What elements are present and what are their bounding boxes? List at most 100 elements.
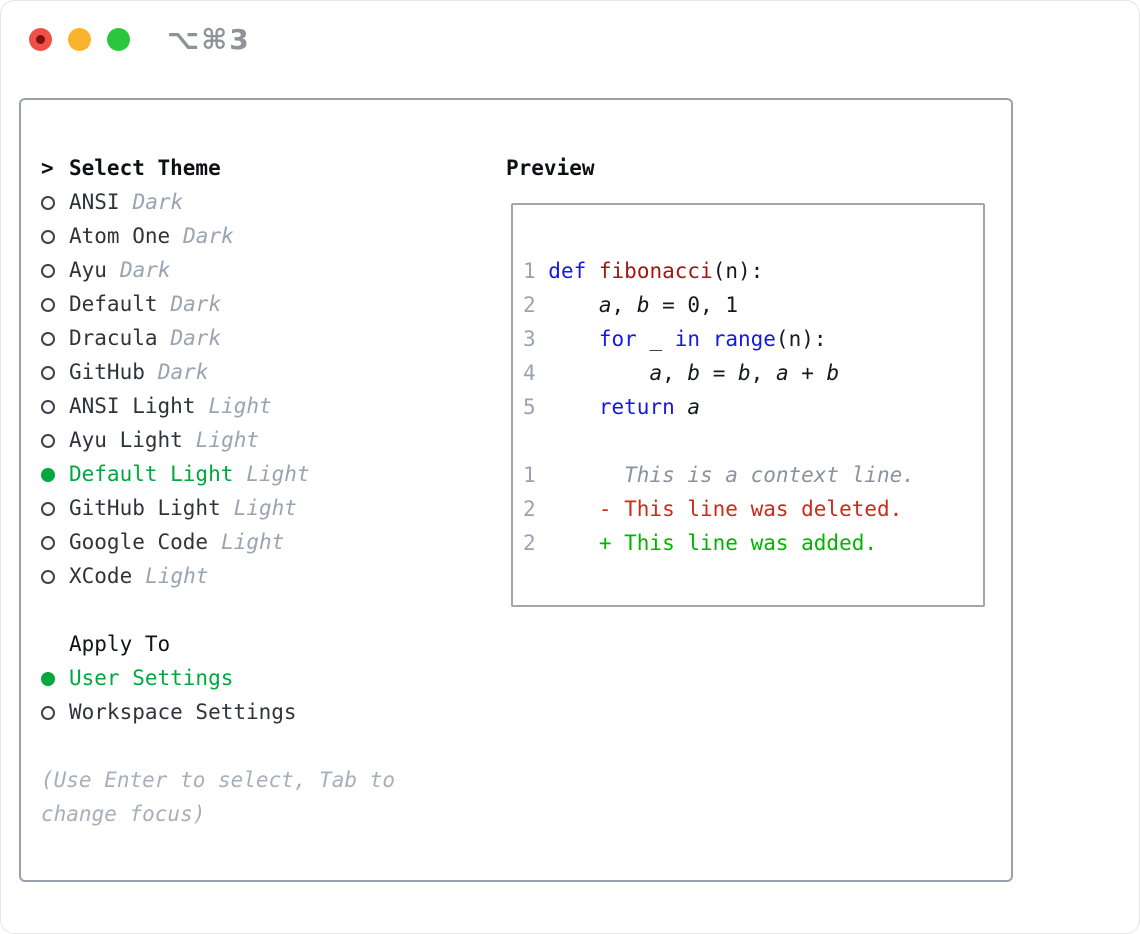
theme-option-github-label: GitHub: [69, 360, 145, 384]
line-number: 1: [523, 463, 599, 487]
code-token-var: a: [649, 361, 663, 385]
theme-option-ansi-label: ANSI: [69, 190, 120, 214]
code-token-pl: [586, 259, 599, 283]
code-token-pl: ,: [662, 361, 688, 385]
keyboard-shortcut-label: ⌥⌘3: [167, 23, 251, 56]
code-token-kw: in: [674, 327, 701, 351]
code-token-fn: fibonacci: [598, 259, 713, 283]
code-token-pl: [548, 361, 649, 385]
line-number: 2: [523, 293, 549, 317]
spacer: [41, 593, 481, 627]
theme-variant-badge: Dark: [157, 360, 209, 384]
caret-icon: >: [41, 156, 54, 180]
theme-option-default-light-label: Default Light: [69, 462, 234, 486]
theme-variant-badge: Dark: [132, 190, 184, 214]
code-token-kw: for: [598, 327, 637, 351]
code-token-pl: [548, 395, 599, 419]
code-token-kw: range: [712, 327, 776, 351]
theme-option-google-code-label: Google Code: [69, 530, 209, 554]
theme-option-ansi-light[interactable]: ANSI Light Light: [41, 389, 481, 423]
theme-variant-badge: Dark: [183, 224, 234, 248]
radio-unselected-icon: [41, 502, 55, 516]
theme-option-default-label: Default: [69, 292, 158, 316]
apply-option-workspace-settings-label: Workspace Settings: [69, 700, 297, 724]
theme-option-github-light-label: GitHub Light: [69, 496, 221, 520]
code-token-pl: [548, 327, 599, 351]
usage-hint: (Use Enter to select, Tab to change focu…: [41, 768, 396, 826]
line-number: 1: [523, 259, 549, 283]
line-number: 2: [523, 497, 599, 521]
code-token-var: a: [598, 293, 612, 317]
code-token-pl: [700, 327, 713, 351]
code-line: 1 def fibonacci(n):: [523, 254, 915, 288]
radio-unselected-icon: [41, 400, 55, 414]
code-token-pl: ,: [750, 361, 776, 385]
radio-unselected-icon: [41, 298, 55, 312]
code-token-var: a: [687, 395, 701, 419]
code-token-pl: (n):: [712, 259, 764, 283]
theme-option-ayu[interactable]: Ayu Dark: [41, 253, 481, 287]
code-token-var: b: [687, 361, 701, 385]
theme-option-default[interactable]: Default Dark: [41, 287, 481, 321]
theme-option-xcode[interactable]: XCode Light: [41, 559, 481, 593]
code-token-pl: =: [700, 361, 738, 385]
theme-variant-badge: Light: [221, 530, 285, 554]
apply-to-header: Apply To: [41, 627, 481, 661]
radio-unselected-icon: [41, 196, 55, 210]
code-token-pl: ,: [611, 293, 637, 317]
code-line: 2 a, b = 0, 1: [523, 288, 915, 322]
diff-text: This is a context line.: [598, 463, 915, 487]
radio-unselected-icon: [41, 434, 55, 448]
theme-variant-badge: Dark: [170, 326, 222, 350]
code-token-pl: [548, 293, 599, 317]
apply-to-title: Apply To: [69, 632, 171, 656]
code-token-pl: +: [788, 361, 827, 385]
radio-selected-icon: [41, 672, 55, 686]
radio-unselected-icon: [41, 570, 55, 584]
diff-line-deleted: 2 - This line was deleted.: [523, 492, 915, 526]
close-button-icon[interactable]: [29, 28, 52, 51]
theme-option-xcode-label: XCode: [69, 564, 133, 588]
theme-option-github-light[interactable]: GitHub Light Light: [41, 491, 481, 525]
code-token-var: b: [636, 293, 650, 317]
diff-line-context: 1 This is a context line.: [523, 458, 915, 492]
theme-variant-badge: Light: [208, 394, 272, 418]
line-number: 4: [523, 361, 549, 385]
apply-option-user-settings[interactable]: User Settings: [41, 661, 481, 695]
theme-variant-badge: Light: [233, 496, 297, 520]
diff-text: + This line was added.: [598, 531, 878, 555]
theme-variant-badge: Dark: [119, 258, 171, 282]
minimize-button-icon[interactable]: [68, 28, 91, 51]
radio-selected-icon: [41, 468, 55, 482]
apply-option-user-settings-label: User Settings: [69, 666, 234, 690]
theme-option-ansi-light-label: ANSI Light: [69, 394, 196, 418]
apply-option-workspace-settings[interactable]: Workspace Settings: [41, 695, 481, 729]
theme-variant-badge: Light: [145, 564, 209, 588]
preview-title: Preview: [506, 156, 595, 180]
code-token-var: a: [775, 361, 789, 385]
theme-option-github[interactable]: GitHub Dark: [41, 355, 481, 389]
code-token-var: b: [738, 361, 751, 385]
zoom-button-icon[interactable]: [107, 28, 130, 51]
theme-option-ansi[interactable]: ANSI Dark: [41, 185, 481, 219]
radio-unselected-icon: [41, 536, 55, 550]
theme-variant-badge: Dark: [170, 292, 222, 316]
code-line: 5 return a: [523, 390, 915, 424]
code-token-kw: def: [548, 259, 587, 283]
radio-unselected-icon: [41, 706, 55, 720]
spacer: [523, 424, 915, 458]
theme-option-ayu-label: Ayu: [69, 258, 107, 282]
diff-text: - This line was deleted.: [598, 497, 903, 521]
select-theme-header: > Select Theme: [41, 151, 481, 185]
line-number: 3: [523, 327, 549, 351]
select-theme-title: Select Theme: [69, 156, 221, 180]
line-number: 5: [523, 395, 549, 419]
theme-option-google-code[interactable]: Google Code Light: [41, 525, 481, 559]
